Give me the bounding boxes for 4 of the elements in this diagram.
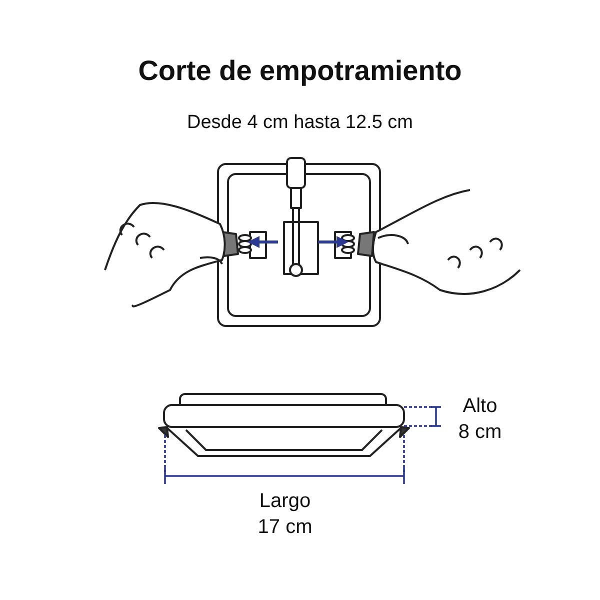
subtitle: Desde 4 cm hasta 12.5 cm [186,112,414,134]
dimension-label: Alto 8 cm [457,394,503,445]
dimension-label: Largo 17 cm [256,489,314,540]
title: Corte de empotramiento [137,55,463,87]
